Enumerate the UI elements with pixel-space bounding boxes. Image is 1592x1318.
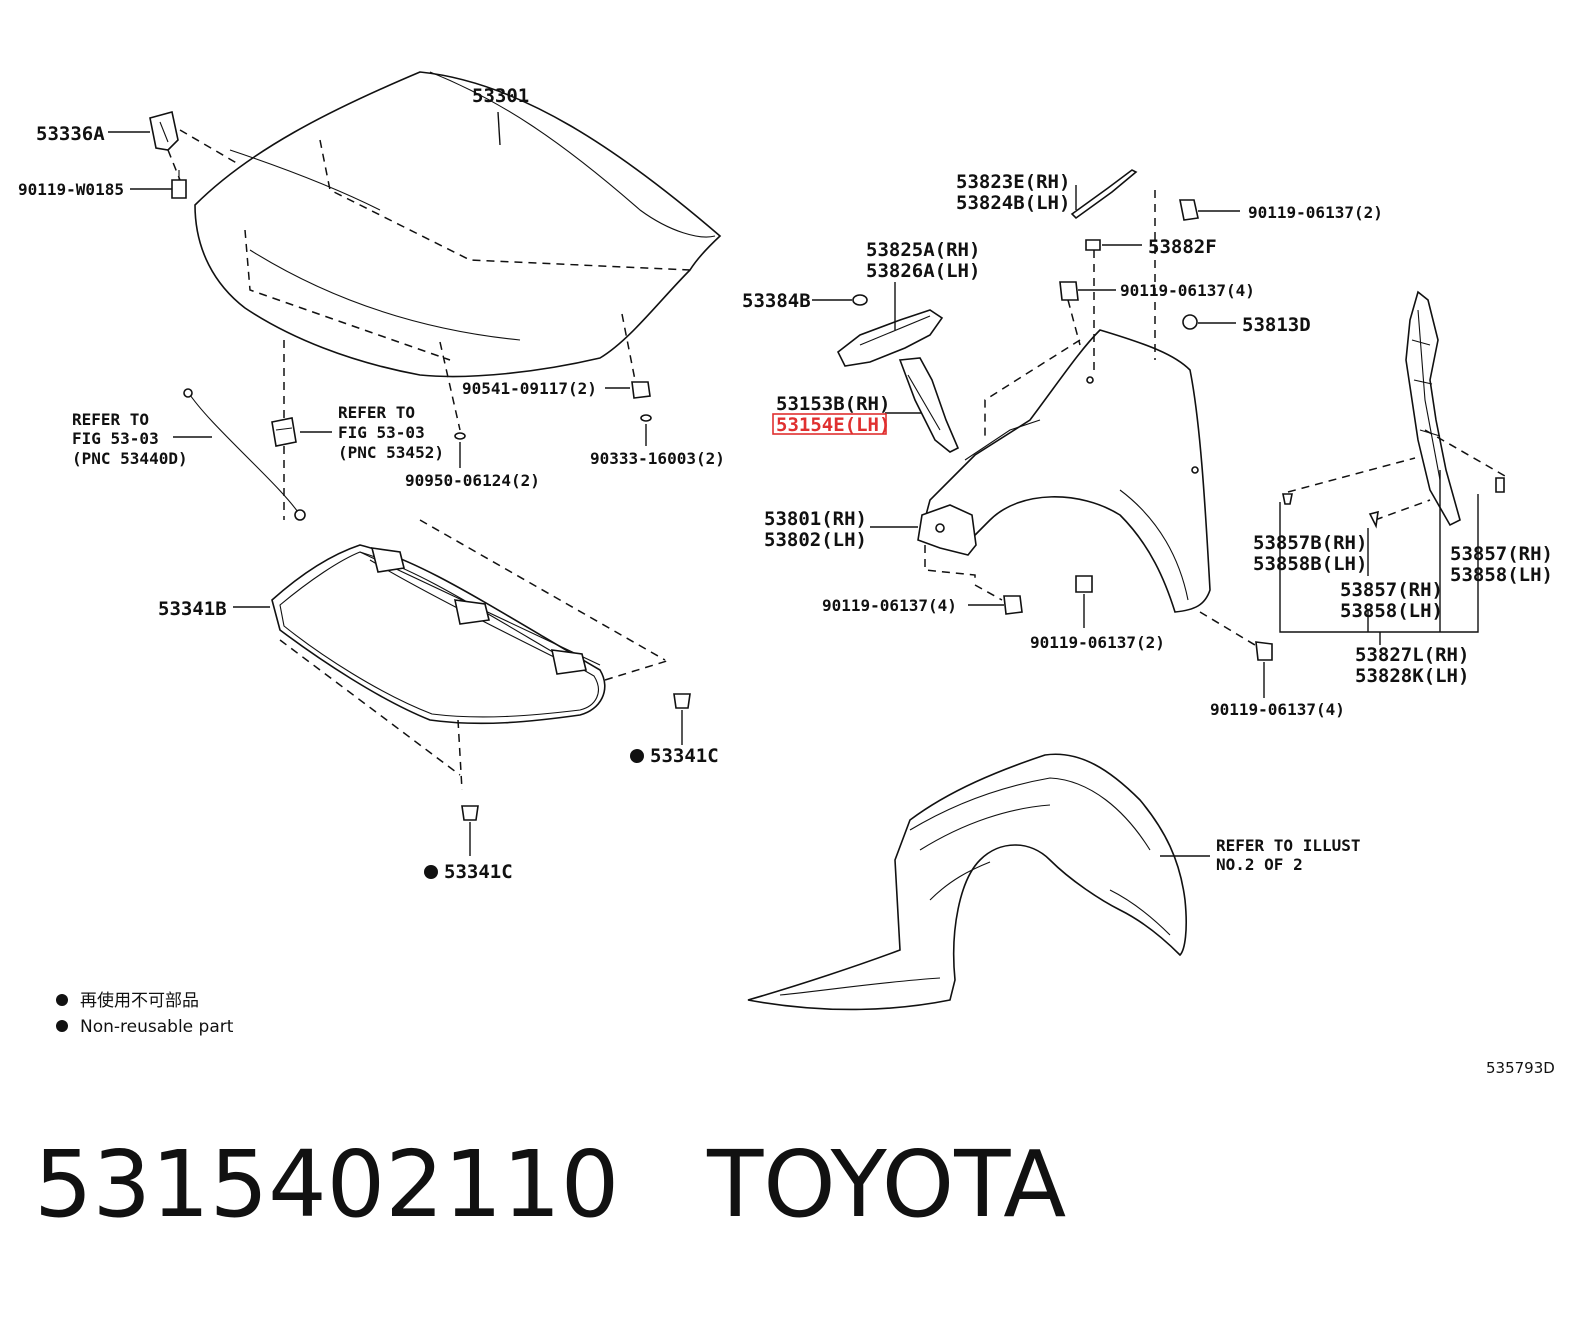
legend: 再使用不可部品 Non-reusable part: [56, 990, 234, 1037]
legend-dot-en: [56, 1020, 68, 1032]
highlight-box: [772, 413, 887, 435]
label-53813d[interactable]: 53813D: [1242, 314, 1311, 336]
hood-insulator: [271, 544, 606, 725]
label-90119-2-top[interactable]: 90119-06137(2): [1248, 203, 1383, 222]
bolt-90119-top: [1179, 199, 1199, 221]
refer2-line3[interactable]: (PNC 53452): [338, 443, 444, 462]
label-53801[interactable]: 53801(RH): [764, 508, 867, 530]
label-53858b[interactable]: 53858B(LH): [1253, 553, 1367, 575]
label-53882f[interactable]: 53882F: [1148, 236, 1217, 258]
refer1-line2: FIG 53-03: [72, 429, 159, 448]
refer3-line1[interactable]: REFER TO ILLUST: [1216, 836, 1361, 855]
label-53858-b[interactable]: 53858(LH): [1450, 564, 1553, 586]
bolt-90119-w0185: [171, 170, 187, 199]
label-53341c-a[interactable]: 53341C: [650, 745, 719, 767]
label-90950[interactable]: 90950-06124(2): [405, 471, 540, 490]
label-53826a[interactable]: 53826A(LH): [866, 260, 980, 282]
label-53857b[interactable]: 53857B(RH): [1253, 532, 1367, 554]
bolt-90119-lowerleft: [1003, 595, 1023, 615]
cushion-90950: [454, 432, 466, 440]
clip-53341c-a: [673, 693, 691, 709]
fender-side-seal: [1405, 290, 1461, 527]
hood-panel: [194, 71, 722, 381]
non-reusable-dot: [630, 749, 644, 763]
label-53153b[interactable]: 53153B(RH): [776, 393, 890, 415]
label-90119-w0185[interactable]: 90119-W0185: [18, 180, 124, 199]
clip-53384b: [852, 294, 868, 306]
label-53336a[interactable]: 53336A: [36, 123, 105, 145]
label-53802[interactable]: 53802(LH): [764, 529, 867, 551]
bolt-90119-upper4: [1059, 281, 1079, 301]
clip-53857b: [1282, 493, 1293, 505]
label-90119-4-bot[interactable]: 90119-06137(4): [1210, 700, 1345, 719]
leader-lines: [108, 111, 1479, 857]
label-53341c-b[interactable]: 53341C: [444, 861, 513, 883]
label-90333[interactable]: 90333-16003(2): [590, 449, 725, 468]
refer2-line1: REFER TO: [338, 403, 415, 422]
nut-90541: [631, 381, 651, 399]
legend-text-jp: 再使用不可部品: [80, 990, 199, 1011]
bolt-90119-lowerright: [1255, 641, 1273, 661]
clip-53857-b: [1495, 477, 1505, 493]
refer3-line2: NO.2 OF 2: [1216, 855, 1303, 874]
label-53154e-highlighted[interactable]: 53154E(LH): [776, 414, 890, 436]
part-number-title: 5315402110 TOYOTA: [34, 1131, 1067, 1238]
label-53384b[interactable]: 53384B: [742, 290, 811, 312]
legend-dot-jp: [56, 994, 68, 1006]
hood-seal-strip: [1070, 169, 1138, 220]
hood-rod-cable: [183, 388, 306, 521]
hood-hinge-bracket: [149, 111, 179, 151]
label-53827l[interactable]: 53827L(RH): [1355, 644, 1469, 666]
label-53824b[interactable]: 53824B(LH): [956, 192, 1070, 214]
labels: 53301 53336A 90119-W0185 REFER TO FIG 53…: [18, 85, 1553, 883]
label-53301[interactable]: 53301: [472, 85, 529, 107]
clip-53341c-b: [461, 805, 479, 821]
fender-bracket-front: [917, 504, 977, 556]
fender-bracket-upper: [836, 309, 944, 367]
label-53857-b[interactable]: 53857(RH): [1450, 543, 1553, 565]
clip-53857-a: [1368, 510, 1379, 529]
refer1-line3[interactable]: (PNC 53440D): [72, 449, 188, 468]
figure-code: 535793D: [1486, 1059, 1555, 1077]
non-reusable-dot: [424, 865, 438, 879]
refer1-line1: REFER TO: [72, 410, 149, 429]
label-90119-2-mid[interactable]: 90119-06137(2): [1030, 633, 1165, 652]
label-53341b[interactable]: 53341B: [158, 598, 227, 620]
hood-lock-clip: [271, 417, 297, 447]
label-90119-4-mid[interactable]: 90119-06137(4): [822, 596, 957, 615]
fender-liner: [747, 753, 1187, 1011]
fender-insulator: [898, 357, 960, 453]
cushion-90333: [640, 414, 652, 422]
refer2-line2: FIG 53-03: [338, 423, 425, 442]
bolt-90119-center: [1075, 575, 1093, 593]
legend-text-en: Non-reusable part: [80, 1017, 234, 1037]
label-53823e[interactable]: 53823E(RH): [956, 171, 1070, 193]
label-53857-a[interactable]: 53857(RH): [1340, 579, 1443, 601]
nut-53813d: [1182, 314, 1198, 330]
label-53828k[interactable]: 53828K(LH): [1355, 665, 1469, 687]
label-53825a[interactable]: 53825A(RH): [866, 239, 980, 261]
front-fender: [921, 329, 1211, 613]
label-53858-a[interactable]: 53858(LH): [1340, 600, 1443, 622]
label-90119-4-top[interactable]: 90119-06137(4): [1120, 281, 1255, 300]
label-90541[interactable]: 90541-09117(2): [462, 379, 597, 398]
clip-53882f: [1085, 239, 1101, 251]
